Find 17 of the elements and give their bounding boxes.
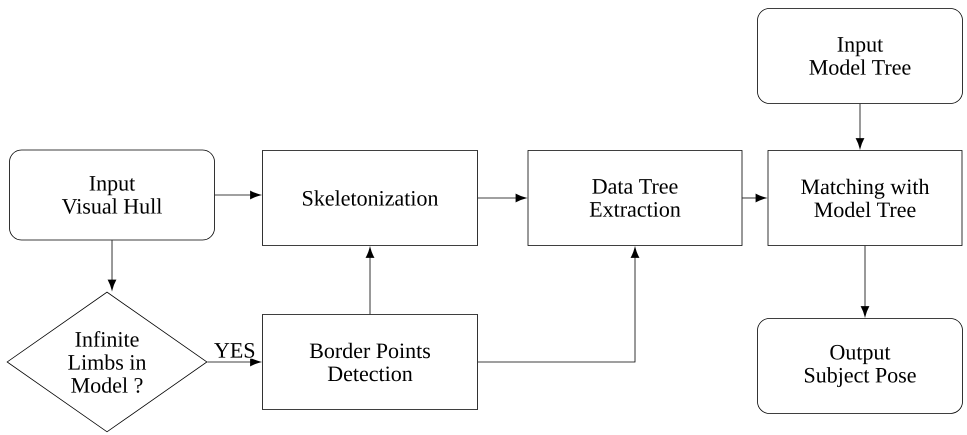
arrow [366,247,374,314]
rounded-box: Input Visual Hull [9,150,215,240]
rounded-box: Output Subject Pose [757,318,963,414]
process-box: Data Tree Extraction [528,150,742,246]
arrow [478,247,640,362]
arrow [214,190,261,200]
arrow [207,358,261,366]
arrow [860,245,870,317]
process-box: Border Points Detection [262,314,478,410]
process-box: Matching with Model Tree [768,150,962,246]
process-box: Skeletonization [262,150,478,246]
arrow [856,104,864,149]
arrow [108,240,116,290]
edge-label: YES [212,342,257,359]
rounded-box: Input Model Tree [757,8,963,104]
arrow [478,194,526,202]
arrow [742,194,766,202]
